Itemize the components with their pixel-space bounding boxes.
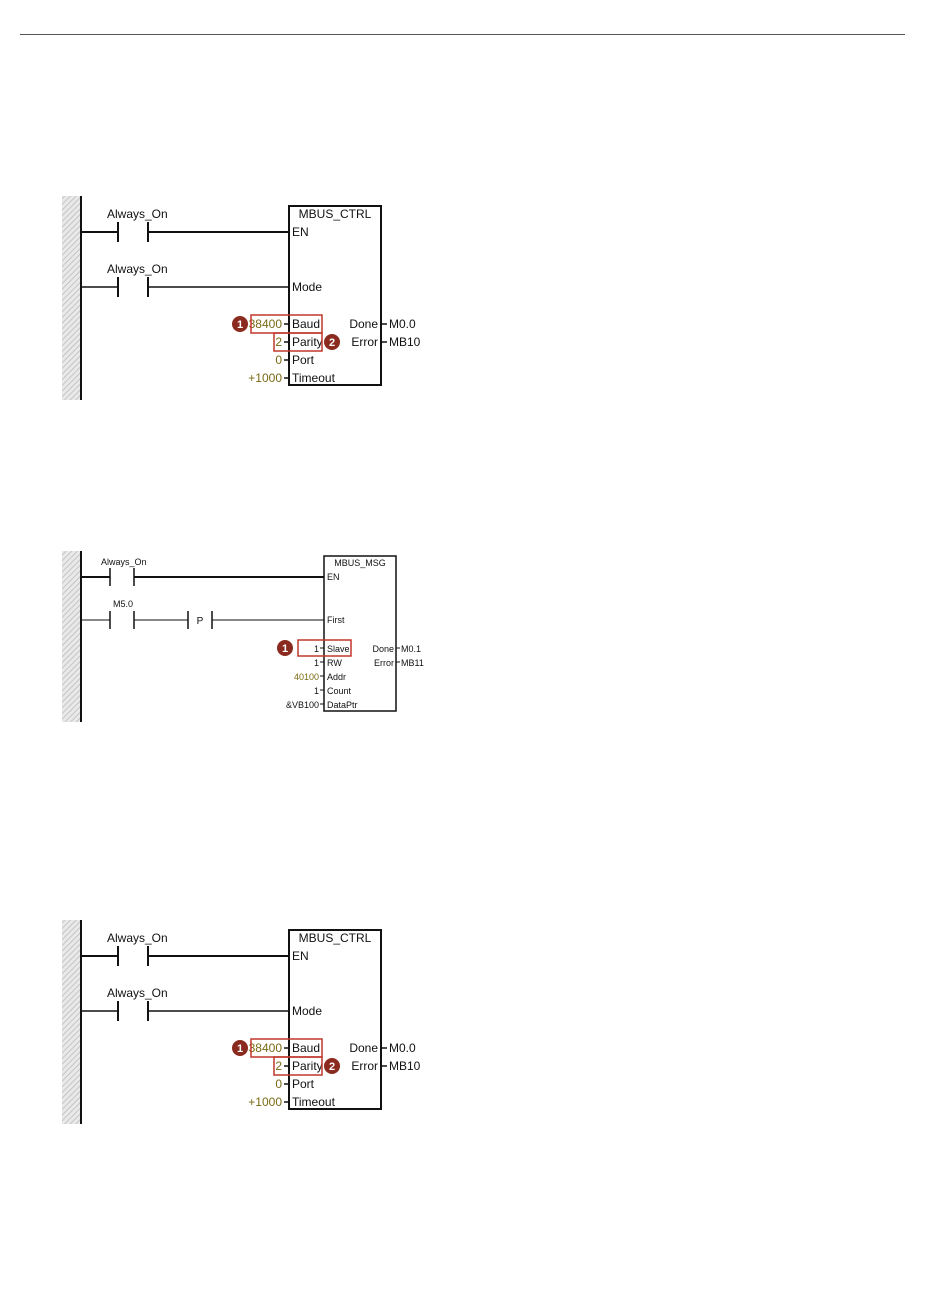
pin-en: EN	[292, 225, 309, 239]
value-baud: 38400	[249, 317, 283, 331]
contact-always-on-en	[81, 946, 289, 966]
contact-label-en: Always_On	[107, 931, 168, 945]
pin-error: Error	[374, 658, 394, 668]
pin-mode: Mode	[292, 1004, 322, 1018]
value-baud: 38400	[249, 1041, 283, 1055]
ladder-diagram-mbus-msg: Always_On M5.0 P MBUS_MSG EN First Slave…	[62, 551, 424, 722]
value-port: 0	[275, 353, 282, 367]
value-addr: 40100	[294, 672, 319, 682]
value-error: MB10	[389, 335, 421, 349]
value-dataptr: &VB100	[286, 700, 319, 710]
contact-always-on-en	[81, 222, 289, 242]
block-title: MBUS_MSG	[334, 558, 386, 568]
pin-en: EN	[292, 949, 309, 963]
pin-rw: RW	[327, 658, 342, 668]
value-parity: 2	[275, 335, 282, 349]
svg-text:1: 1	[237, 319, 243, 331]
ladder-diagram-mbus-ctrl-2: Always_On Always_On MBUS_CTRL EN Mode Ba…	[62, 920, 421, 1124]
pin-timeout: Timeout	[292, 371, 336, 385]
power-rail-hatch	[62, 920, 80, 1124]
top-divider	[20, 34, 905, 35]
pin-port: Port	[292, 353, 315, 367]
value-done: M0.0	[389, 1041, 416, 1055]
power-rail-hatch	[62, 551, 80, 722]
highlight-parity	[273, 1056, 323, 1076]
svg-text:2: 2	[329, 1061, 335, 1073]
contact-label-first: M5.0	[113, 599, 133, 609]
contact-label-en: Always_On	[101, 557, 147, 567]
function-block	[288, 929, 382, 1110]
value-timeout: +1000	[248, 1095, 282, 1109]
block-title: MBUS_CTRL	[299, 207, 372, 221]
pin-error: Error	[351, 335, 378, 349]
pin-count: Count	[327, 686, 352, 696]
pin-done: Done	[349, 1041, 378, 1055]
pin-baud: Baud	[292, 317, 320, 331]
pin-done: Done	[372, 644, 394, 654]
pin-dataptr: DataPtr	[327, 700, 358, 710]
ladder-diagram-mbus-ctrl-1: Always_On Always_On MBUS_CTRL EN Mode Ba…	[62, 196, 421, 400]
callout-badge-1: 1	[277, 640, 293, 656]
contact-label-mode: Always_On	[107, 986, 168, 1000]
pin-mode: Mode	[292, 280, 322, 294]
contact-always-on-en	[81, 568, 324, 586]
highlight-parity	[273, 332, 323, 352]
pin-parity: Parity	[292, 335, 323, 349]
pin-port: Port	[292, 1077, 315, 1091]
pin-baud: Baud	[292, 1041, 320, 1055]
value-port: 0	[275, 1077, 282, 1091]
callout-badge-2: 2	[324, 1058, 340, 1074]
contact-always-on-mode	[81, 1001, 289, 1021]
value-error: MB10	[389, 1059, 421, 1073]
value-done: M0.1	[401, 644, 421, 654]
value-count: 1	[314, 686, 319, 696]
power-rail-hatch	[62, 196, 80, 400]
pin-error: Error	[351, 1059, 378, 1073]
pin-first: First	[327, 615, 345, 625]
value-timeout: +1000	[248, 371, 282, 385]
block-title: MBUS_CTRL	[299, 931, 372, 945]
function-block	[323, 555, 397, 712]
callout-badge-1: 1	[232, 316, 248, 332]
highlight-slave	[297, 639, 352, 657]
value-done: M0.0	[389, 317, 416, 331]
pin-addr: Addr	[327, 672, 346, 682]
edge-label: P	[197, 616, 204, 627]
value-parity: 2	[275, 1059, 282, 1073]
callout-badge-1: 1	[232, 1040, 248, 1056]
pin-en: EN	[327, 572, 340, 582]
contact-m5-0	[81, 611, 188, 629]
pin-done: Done	[349, 317, 378, 331]
pin-parity: Parity	[292, 1059, 323, 1073]
svg-text:1: 1	[237, 1043, 243, 1055]
svg-text:1: 1	[282, 643, 288, 655]
svg-text:2: 2	[329, 337, 335, 349]
function-block	[288, 205, 382, 386]
value-error: MB11	[401, 658, 424, 668]
value-slave: 1	[314, 644, 319, 654]
pin-slave: Slave	[327, 644, 350, 654]
contact-label-mode: Always_On	[107, 262, 168, 276]
callout-badge-2: 2	[324, 334, 340, 350]
contact-always-on-mode	[81, 277, 289, 297]
pin-timeout: Timeout	[292, 1095, 336, 1109]
contact-label-en: Always_On	[107, 207, 168, 221]
value-rw: 1	[314, 658, 319, 668]
positive-edge-contact	[187, 611, 324, 629]
